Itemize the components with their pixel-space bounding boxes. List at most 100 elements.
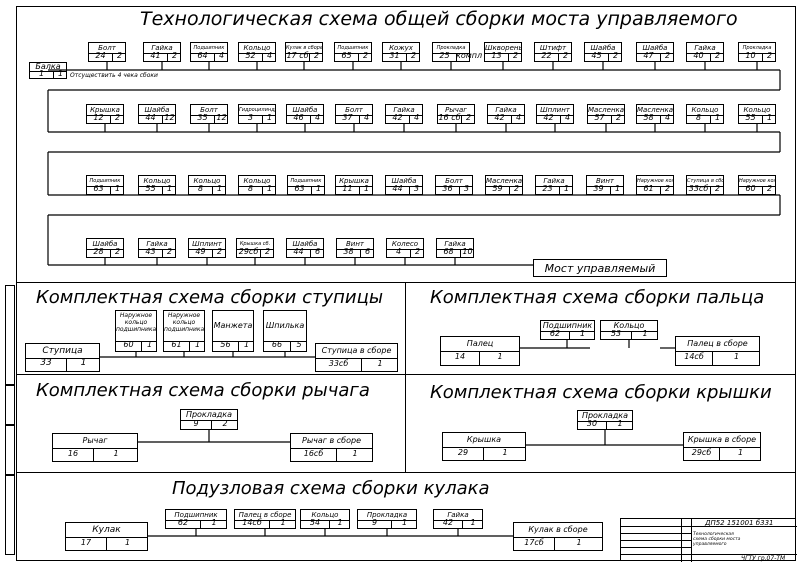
part-qty: 1 xyxy=(766,113,773,122)
part-code: 33сб xyxy=(688,184,709,193)
part-code: 33сб xyxy=(328,359,349,368)
part-name: Балка xyxy=(35,63,61,71)
org-name: ЧГТУ гр.07-ТМ xyxy=(741,555,786,562)
part-qty: 1 xyxy=(579,329,586,338)
part-code: 23 xyxy=(542,184,553,193)
part-qty: 1 xyxy=(642,329,648,338)
part-name: Шайба xyxy=(292,106,318,114)
part-qty: 12 xyxy=(216,113,227,122)
part-qty: 1 xyxy=(315,184,322,193)
part-code: 42 xyxy=(494,113,505,122)
part-code: 37 xyxy=(342,113,353,122)
part-code: 45 xyxy=(591,51,602,60)
part-qty: 1 xyxy=(146,340,153,349)
part-code: 39 xyxy=(593,184,604,193)
pin-title: Комплектная схема сборки пальца xyxy=(430,287,765,308)
part-qty: 1 xyxy=(576,538,582,547)
part-qty: 1 xyxy=(266,113,273,122)
hub-title: Комплектная схема сборки ступицы xyxy=(36,287,384,308)
part-name: Винт xyxy=(595,177,614,185)
separator-main xyxy=(16,282,796,283)
part-code: 1 xyxy=(38,69,45,78)
part-qty: 2 xyxy=(766,184,773,193)
part-code: 29 xyxy=(457,448,469,457)
part-code: 43 xyxy=(145,247,156,256)
part-qty: 1 xyxy=(617,419,623,428)
part-name: Палец в сборе xyxy=(238,511,292,519)
part-name: Прокладка xyxy=(366,511,408,519)
part-qty: 1 xyxy=(57,69,64,78)
part-qty: 2 xyxy=(222,419,228,428)
part-qty: 6 xyxy=(364,247,371,256)
part-name: Гайка xyxy=(393,106,415,114)
part-name: Гайка xyxy=(151,44,173,52)
part-qty: 1 xyxy=(352,449,358,458)
part-name: Болт xyxy=(200,106,218,114)
final-product-box: Мост управляемый xyxy=(533,259,667,277)
drawing-frame xyxy=(16,6,796,561)
separator-lower xyxy=(16,472,796,473)
part-qty: 2 xyxy=(664,51,671,60)
part-code: 31 xyxy=(389,51,400,60)
part-code: 47 xyxy=(643,51,654,60)
part-code: 22 xyxy=(541,51,552,60)
part-code: 57 xyxy=(594,113,605,122)
part-name: Подшипник xyxy=(193,45,225,51)
part-qty: 1 xyxy=(266,184,273,193)
part-qty: 1 xyxy=(470,518,476,527)
part-qty: 1 xyxy=(563,184,570,193)
part-qty: 1 xyxy=(280,518,286,527)
part-name: Кольцо xyxy=(143,177,171,185)
part-name: Кожух xyxy=(389,44,413,52)
part-name: Болт xyxy=(345,106,363,114)
part-name: Прокладка xyxy=(742,45,772,51)
part-code: 16сб xyxy=(303,449,324,458)
part-name: Гидроцилиндр xyxy=(239,107,275,113)
part-box: Ступица в сборе33сб2 xyxy=(686,175,724,195)
part-qty: 5 xyxy=(296,340,302,349)
part-qty: 2 xyxy=(465,113,472,122)
base-note: Отсуществить 4 чека сбоки xyxy=(70,72,158,79)
part-code: 61 xyxy=(171,340,182,349)
part-qty: 2 xyxy=(766,51,773,60)
separator-middle xyxy=(16,374,796,375)
part-qty: 1 xyxy=(614,184,621,193)
part-name: Масленка xyxy=(637,106,673,114)
part-code: 9 xyxy=(371,518,378,527)
part-name: Шайба xyxy=(391,177,417,185)
part-name: Ступица в сборе xyxy=(321,346,392,355)
part-code: 42 xyxy=(392,113,403,122)
part-qty: 1 xyxy=(166,184,173,193)
part-name: Крышка xyxy=(90,106,120,114)
part-code: 53 xyxy=(610,329,622,338)
part-qty: 1 xyxy=(497,352,503,361)
part-code: 17 xyxy=(80,538,92,547)
part-name: Прокладка xyxy=(581,411,629,420)
part-qty: 1 xyxy=(113,449,119,458)
part-code: 16 сб xyxy=(438,113,461,122)
part-name: Масленка xyxy=(588,106,624,114)
part-qty: 3 xyxy=(463,184,470,193)
cover-title: Комплектная схема сборки крышки xyxy=(430,382,772,403)
part-code: 62 xyxy=(177,518,189,527)
